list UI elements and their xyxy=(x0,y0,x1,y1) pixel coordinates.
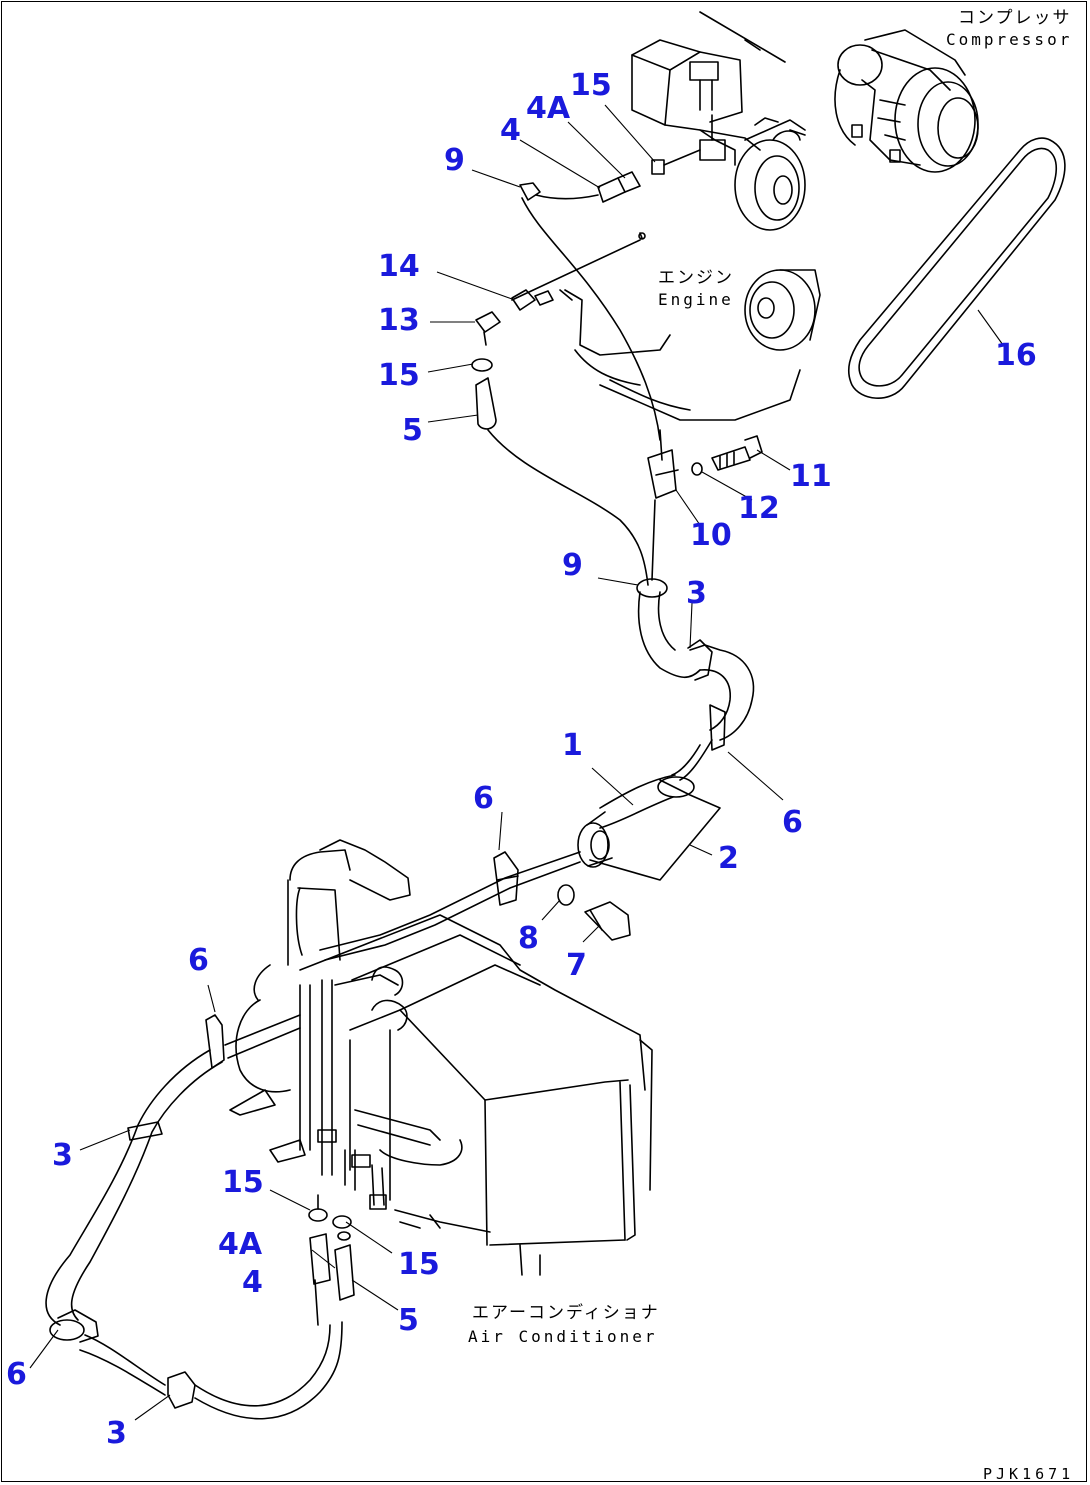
callout-numbers: 15 4A 4 9 14 13 15 5 16 11 12 10 9 3 1 6… xyxy=(6,68,1037,1451)
callout-7: 7 xyxy=(566,948,587,983)
callout-3: 3 xyxy=(52,1138,73,1173)
mid-pipes xyxy=(319,851,631,961)
callout-13: 13 xyxy=(378,303,420,338)
bracket-assembly xyxy=(647,429,763,499)
callout-12: 12 xyxy=(738,491,780,526)
engine-label-jp: エンジン xyxy=(658,268,734,288)
engine-illustration xyxy=(559,39,821,421)
callout-4a: 4A xyxy=(218,1227,263,1262)
callout-15: 15 xyxy=(378,358,420,393)
callout-4a: 4A xyxy=(526,91,571,126)
callout-15: 15 xyxy=(570,68,612,103)
callout-8: 8 xyxy=(518,921,539,956)
callout-10: 10 xyxy=(690,518,732,553)
callout-6: 6 xyxy=(188,943,209,978)
callout-16: 16 xyxy=(995,338,1037,373)
callout-4: 4 xyxy=(242,1265,263,1300)
callout-4: 4 xyxy=(500,113,521,148)
engine-label-en: Engine xyxy=(658,290,734,309)
callout-5: 5 xyxy=(402,413,423,448)
aircon-label-jp: エアーコンディショナ xyxy=(472,1302,660,1323)
callout-1: 1 xyxy=(562,728,583,763)
drawing-code: PJK1671 xyxy=(983,1465,1074,1483)
callout-15: 15 xyxy=(222,1165,264,1200)
callout-6: 6 xyxy=(473,781,494,816)
callout-11: 11 xyxy=(790,459,832,494)
part-labels: コンプレッサ Compressor エンジン Engine エアーコンディショナ… xyxy=(468,8,1074,1483)
leader-lines xyxy=(29,104,1004,1421)
compressor-label-en: Compressor xyxy=(946,30,1072,49)
belt-illustration xyxy=(848,137,1066,399)
lower-loop-pipes xyxy=(45,1014,355,1420)
aircon-label-en: Air Conditioner xyxy=(468,1327,658,1346)
callout-9: 9 xyxy=(444,143,465,178)
callout-9: 9 xyxy=(562,548,583,583)
upper-hoses xyxy=(471,149,701,586)
callout-15: 15 xyxy=(398,1247,440,1282)
callout-14: 14 xyxy=(378,249,420,284)
callout-6: 6 xyxy=(782,805,803,840)
compressor-label-jp: コンプレッサ xyxy=(958,8,1072,28)
callout-5: 5 xyxy=(398,1303,419,1338)
callout-3: 3 xyxy=(106,1416,127,1451)
main-hose xyxy=(577,499,755,881)
aircon-illustration xyxy=(229,839,653,1276)
callout-6: 6 xyxy=(6,1357,27,1392)
compressor-illustration xyxy=(699,11,979,173)
callout-3: 3 xyxy=(686,576,707,611)
callout-2: 2 xyxy=(718,841,739,876)
